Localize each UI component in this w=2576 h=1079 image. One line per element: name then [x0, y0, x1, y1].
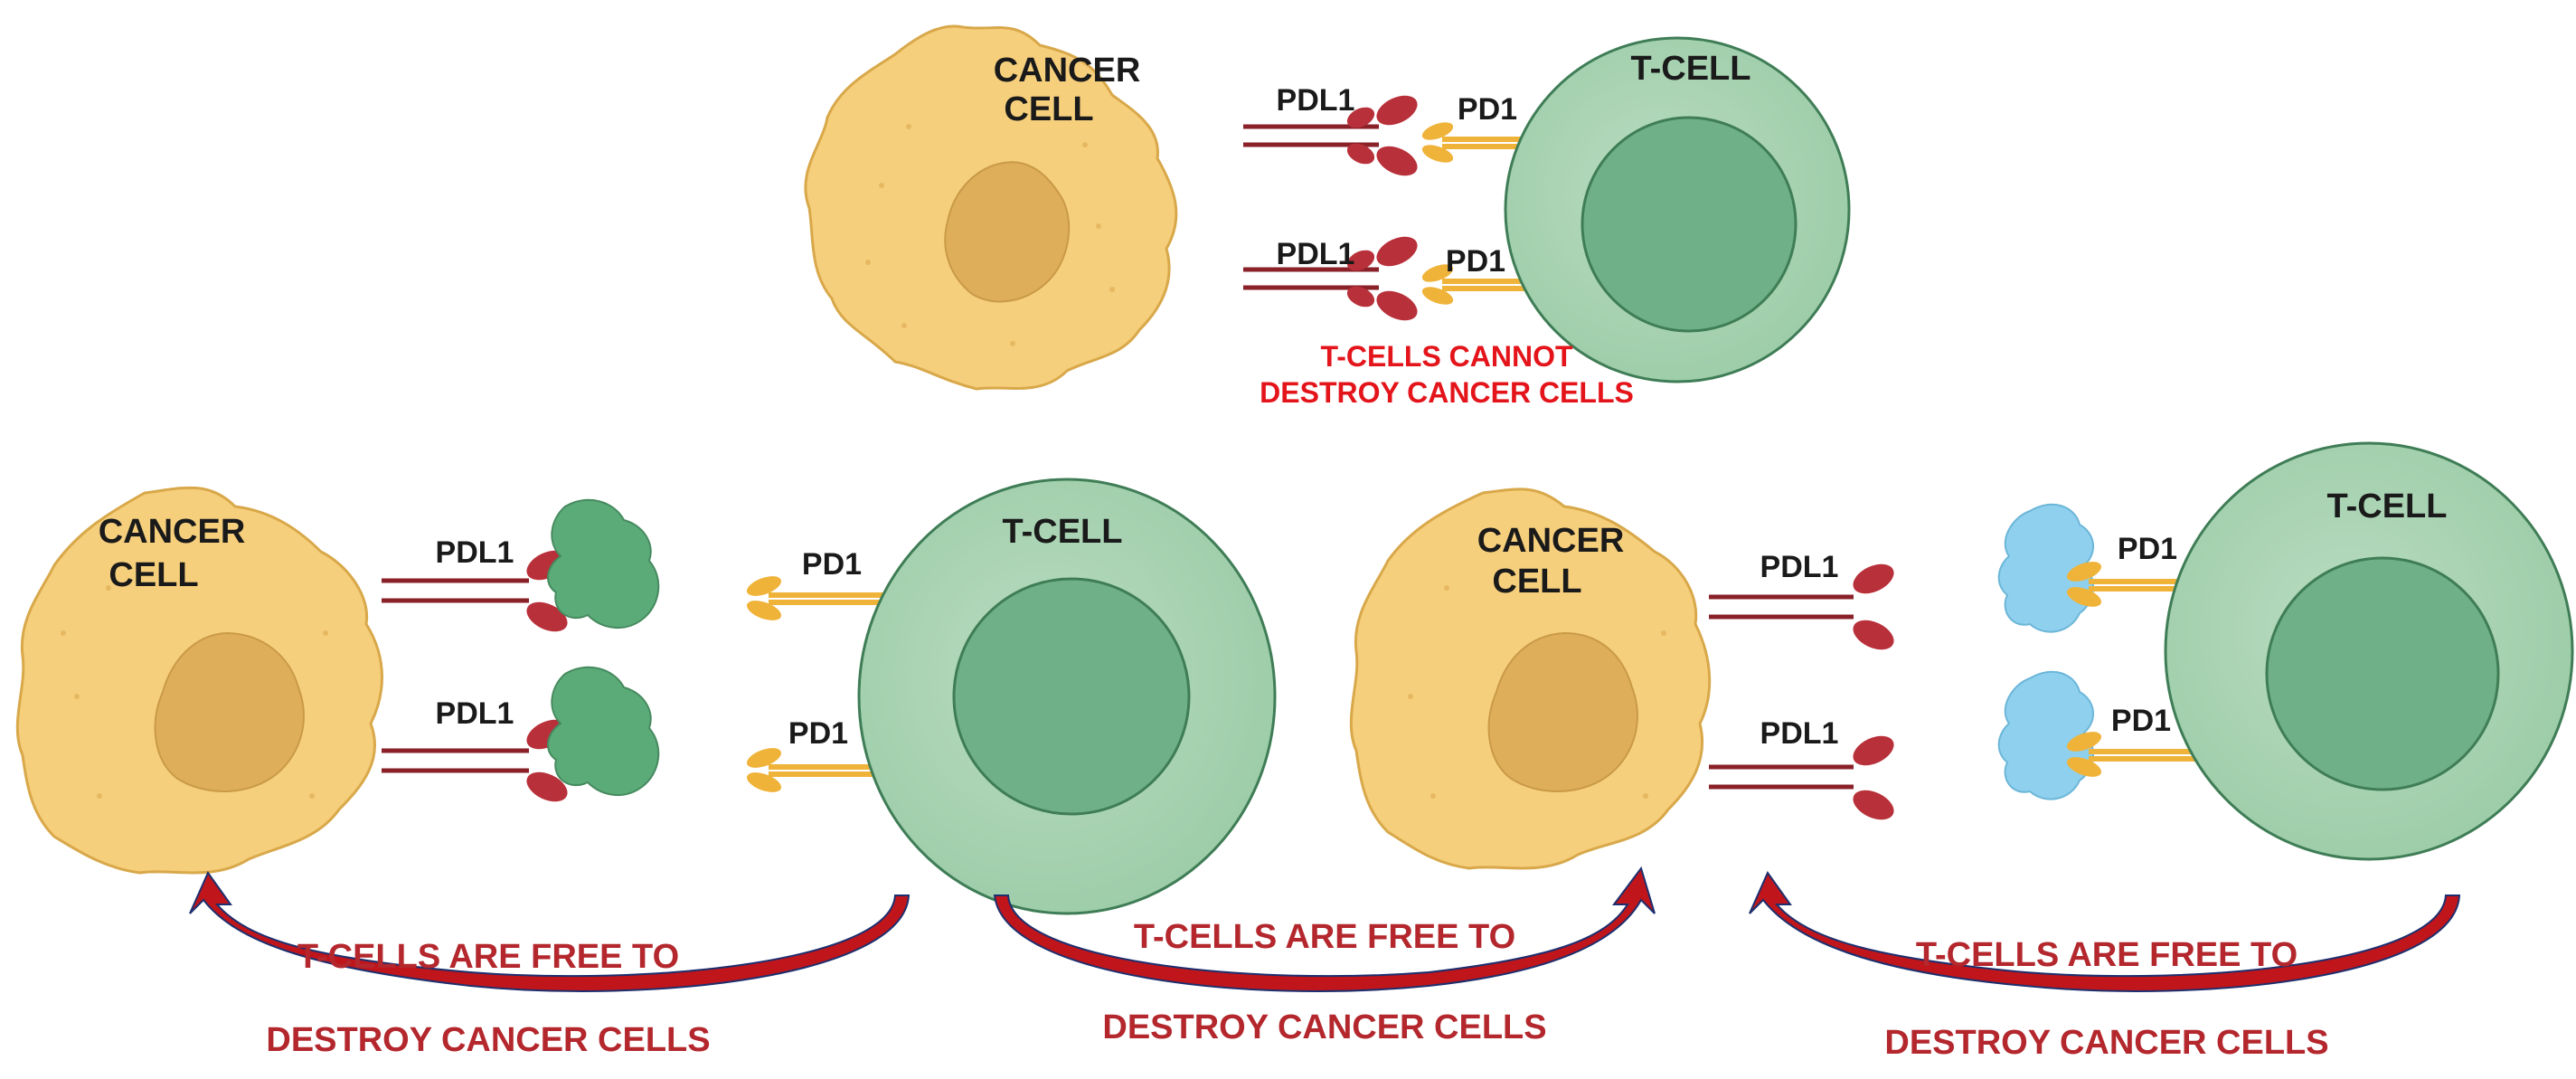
top-pdl1-label-1: PDL1 [1277, 83, 1355, 118]
cancer-dots [61, 585, 328, 799]
top-panel: CANCER CELL PDL1 PDL1 [804, 24, 1851, 409]
cancer-label-line2: CELL [1004, 90, 1093, 128]
left-pd1-label-2: PD1 [788, 716, 848, 751]
right-pdl1-upper [1709, 563, 1894, 650]
top-t-cell: T-CELL [1504, 36, 1851, 383]
left-pd1-upper [746, 576, 904, 620]
cancer-nucleus [1487, 631, 1638, 792]
right-pd1-upper [2066, 562, 2233, 607]
right-panel: CANCER CELL PDL1 PDL1 [1349, 441, 2574, 870]
t-cell-label: T-CELL [2327, 487, 2448, 525]
top-caption-line2: DESTROY CANCER CELLS [1260, 376, 1634, 409]
cancer-label-line1: CANCER [99, 513, 246, 551]
cancer-label-line2: CELL [109, 556, 198, 594]
top-pd1-label-1: PD1 [1458, 92, 1517, 127]
top-pd1-upper [1421, 122, 1533, 163]
right-pdl1-label-2: PDL1 [1760, 716, 1839, 751]
left-pd1-label-1: PD1 [802, 547, 862, 582]
right-pd1-label-2: PD1 [2111, 704, 2171, 738]
right-pd1-lower [2066, 732, 2233, 777]
right-pd1-label-1: PD1 [2118, 532, 2177, 566]
right-cancer-cell: CANCER CELL [1349, 487, 1712, 870]
arrow-caption-3-line1: T-CELLS ARE FREE TO [1916, 936, 2298, 974]
arrow-caption-1-line2: DESTROY CANCER CELLS [266, 1021, 710, 1059]
right-pdl1-label-1: PDL1 [1760, 550, 1839, 584]
right-t-cell: T-CELL [2164, 441, 2574, 861]
left-cancer-cell: CANCER CELL [15, 486, 383, 875]
arrow-caption-2-line1: T-CELLS ARE FREE TO [1134, 918, 1515, 956]
cancer-dots [1408, 585, 1666, 799]
right-pdl1-lower [1709, 735, 1894, 820]
arrow-3 [1749, 870, 2461, 992]
top-caption-line1: T-CELLS CANNOT [1320, 340, 1573, 373]
left-t-cell: T-CELL [857, 478, 1277, 915]
top-pdl1-upper [1243, 95, 1418, 176]
t-cell-label: T-CELL [1003, 513, 1123, 551]
cancer-label-line1: CANCER [994, 52, 1141, 90]
left-pdl1-label-2: PDL1 [436, 696, 514, 731]
arrow-caption-1-line1: T-CELLS ARE FREE TO [297, 938, 679, 976]
arrow-caption-2-line2: DESTROY CANCER CELLS [1102, 1008, 1546, 1046]
top-cancer-cell: CANCER CELL [804, 24, 1178, 391]
left-pdl1-label-1: PDL1 [436, 535, 514, 570]
arrow-1 [189, 870, 911, 992]
cancer-dots [865, 124, 1115, 346]
green-antibody-upper [547, 498, 660, 629]
left-pd1-lower [746, 748, 904, 792]
arrow-caption-3-line2: DESTROY CANCER CELLS [1884, 1024, 2328, 1062]
top-pdl1-label-2: PDL1 [1277, 237, 1355, 271]
top-pd1-lower [1421, 264, 1533, 305]
cancer-nucleus [944, 161, 1071, 303]
top-pd1-label-2: PD1 [1446, 244, 1505, 279]
green-antibody-lower [547, 666, 660, 797]
cancer-label-line2: CELL [1492, 563, 1581, 601]
left-panel: CANCER CELL PDL1 PDL1 [15, 478, 1277, 915]
arrow-2 [993, 866, 1656, 992]
top-pdl1-lower [1243, 236, 1418, 321]
cancer-label-line1: CANCER [1477, 522, 1625, 560]
cancer-nucleus [154, 631, 305, 792]
blue-antibody-upper [1997, 503, 2095, 633]
t-cell-label: T-CELL [1631, 50, 1751, 88]
